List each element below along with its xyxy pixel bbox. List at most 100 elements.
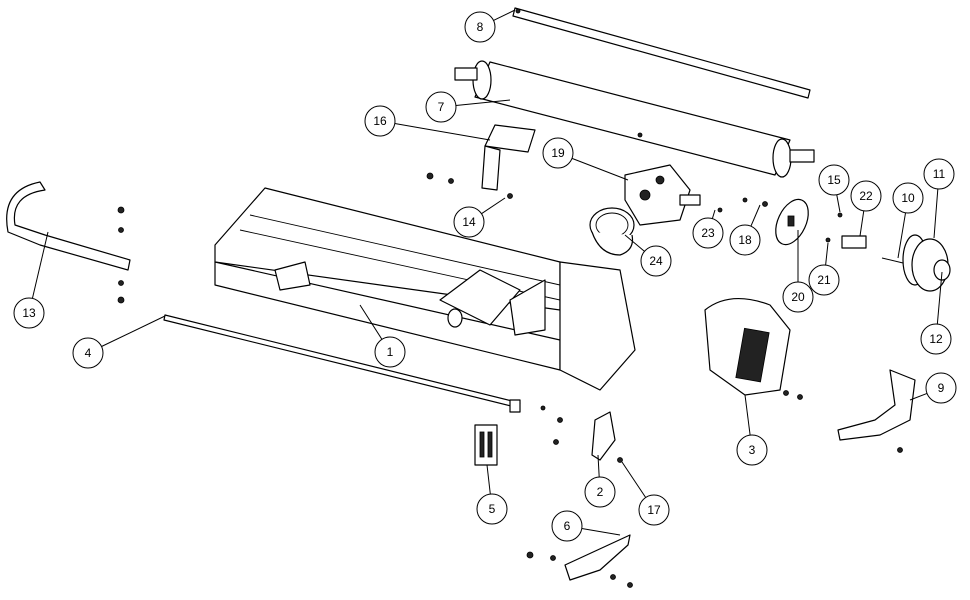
callout-label: 15 bbox=[827, 173, 841, 187]
callout-13: 13 bbox=[13, 231, 49, 329]
callout-9: 9 bbox=[909, 372, 957, 404]
callout-15: 15 bbox=[818, 164, 850, 213]
part-20-plate bbox=[775, 198, 809, 246]
part-16-bracket bbox=[481, 124, 536, 191]
callout-6: 6 bbox=[551, 510, 621, 542]
callout-circle bbox=[476, 493, 508, 525]
leader-line bbox=[31, 231, 49, 299]
part-2-bracket bbox=[591, 411, 616, 461]
callout-1: 1 bbox=[359, 304, 406, 368]
callout-circle bbox=[782, 281, 814, 313]
callout-circle bbox=[638, 494, 670, 526]
part-19-gearbox bbox=[624, 164, 701, 226]
callout-label: 2 bbox=[597, 485, 604, 499]
callout-circle bbox=[374, 336, 406, 368]
callout-12: 12 bbox=[920, 271, 952, 355]
callout-22: 22 bbox=[850, 180, 882, 237]
callout-label: 11 bbox=[933, 167, 946, 181]
callout-label: 6 bbox=[564, 519, 571, 533]
callout-24: 24 bbox=[624, 234, 672, 277]
callout-circle bbox=[72, 337, 104, 369]
callout-circle bbox=[925, 372, 957, 404]
callout-circle bbox=[551, 510, 583, 542]
hardware-fasteners bbox=[426, 132, 903, 588]
callout-21: 21 bbox=[808, 242, 840, 296]
callout-circle bbox=[920, 323, 952, 355]
callout-label: 12 bbox=[929, 332, 943, 346]
callout-circle bbox=[542, 137, 574, 169]
callout-18: 18 bbox=[729, 204, 761, 256]
callout-label: 21 bbox=[817, 273, 831, 287]
leader-line bbox=[581, 528, 621, 536]
part-1-housing bbox=[214, 187, 636, 391]
callout-7: 7 bbox=[425, 91, 511, 123]
callout-label: 3 bbox=[749, 443, 756, 457]
leader-line bbox=[744, 394, 751, 436]
leader-line bbox=[597, 454, 600, 478]
leader-line bbox=[624, 234, 645, 252]
callout-circle bbox=[453, 206, 485, 238]
callout-circle bbox=[850, 180, 882, 212]
leader-line bbox=[825, 242, 829, 266]
leader-line bbox=[859, 210, 865, 237]
leader-line bbox=[836, 194, 841, 213]
leader-line bbox=[711, 209, 716, 219]
callout-label: 24 bbox=[649, 254, 663, 268]
callout-circle bbox=[923, 158, 955, 190]
part-4-rod bbox=[163, 314, 521, 413]
leader-line bbox=[486, 464, 491, 495]
callout-label: 10 bbox=[901, 191, 915, 205]
part-7-roller bbox=[454, 60, 815, 178]
callout-17: 17 bbox=[621, 461, 670, 526]
callout-8: 8 bbox=[464, 9, 516, 43]
callout-circle bbox=[729, 224, 761, 256]
leader-line bbox=[909, 392, 928, 401]
callout-19: 19 bbox=[542, 137, 629, 181]
callout-11: 11 bbox=[923, 158, 955, 239]
callout-label: 17 bbox=[647, 503, 661, 517]
callout-label: 4 bbox=[85, 346, 92, 360]
callout-circle bbox=[640, 245, 672, 277]
part-8-mounting-bar bbox=[512, 7, 811, 99]
leader-line bbox=[493, 9, 516, 21]
callout-label: 16 bbox=[373, 114, 387, 128]
callout-circle bbox=[425, 91, 457, 123]
callout-4: 4 bbox=[72, 315, 166, 369]
callout-label: 1 bbox=[387, 345, 394, 359]
callout-circle bbox=[692, 217, 724, 249]
callout-label: 5 bbox=[489, 502, 496, 516]
leader-line bbox=[750, 204, 761, 227]
part-9-bracket bbox=[837, 369, 916, 441]
callout-circle bbox=[13, 297, 45, 329]
callout-label: 19 bbox=[551, 146, 565, 160]
callout-10: 10 bbox=[892, 182, 924, 259]
callout-23: 23 bbox=[692, 209, 724, 249]
part-3-guard bbox=[704, 297, 791, 396]
callout-3: 3 bbox=[736, 394, 768, 466]
leader-line bbox=[936, 271, 943, 325]
leader-line bbox=[101, 315, 166, 347]
leader-line bbox=[571, 157, 629, 181]
callout-label: 8 bbox=[477, 20, 484, 34]
callout-label: 22 bbox=[859, 189, 873, 203]
leader-line bbox=[359, 304, 383, 340]
leader-line bbox=[897, 212, 907, 259]
callout-14: 14 bbox=[453, 197, 506, 238]
callout-circle bbox=[892, 182, 924, 214]
leader-line bbox=[394, 123, 491, 141]
callout-circle bbox=[808, 264, 840, 296]
leader-line bbox=[481, 197, 506, 215]
part-13-handle bbox=[6, 181, 131, 304]
callout-label: 23 bbox=[701, 226, 715, 240]
callout-16: 16 bbox=[364, 105, 491, 141]
part-11-pulley bbox=[902, 234, 951, 292]
callout-label: 13 bbox=[22, 306, 36, 320]
part-24-coupler bbox=[589, 207, 635, 256]
callout-label: 7 bbox=[438, 100, 445, 114]
callout-20: 20 bbox=[782, 230, 814, 313]
callout-label: 9 bbox=[938, 381, 945, 395]
callout-label: 18 bbox=[738, 233, 752, 247]
leader-line bbox=[933, 188, 939, 239]
